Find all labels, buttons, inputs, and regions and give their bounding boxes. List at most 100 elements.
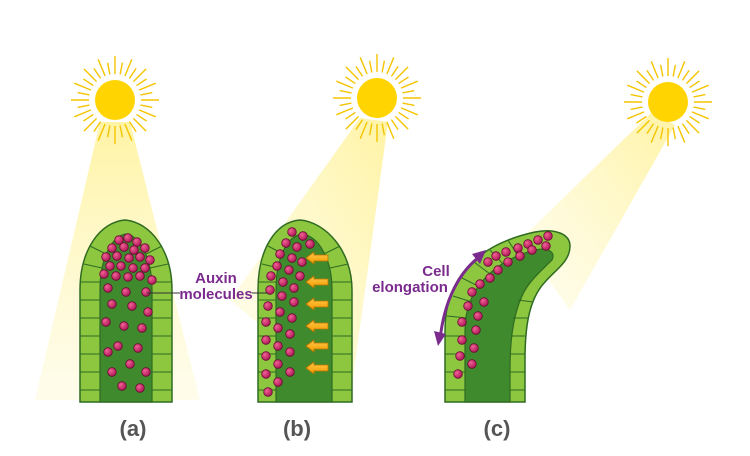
auxin-molecule-icon [273,359,283,369]
sun-ray [339,89,352,94]
sun-ray [627,84,645,93]
auxin-molecule-icon [103,283,113,293]
sun-ray [677,125,686,143]
auxin-molecule-icon [289,297,299,307]
sun-ray [689,115,700,124]
orange-arrow-icon [305,361,329,375]
auxin-molecule-icon [261,335,271,345]
sun-ray [345,66,360,81]
elongation-label-line1: Cell [422,263,450,280]
sun-ray [138,109,156,118]
auxin-molecule-icon [272,261,282,271]
auxin-molecule-icon [143,307,153,317]
auxin-molecule-icon [513,243,523,253]
sun-ray [659,127,664,140]
auxin-molecule-icon [99,269,109,279]
auxin-molecule-icon [501,247,511,257]
sun-icon [71,56,159,144]
sun-ray [93,68,102,79]
sun-ray [132,117,147,132]
auxin-molecule-icon [129,245,139,255]
auxin-molecule-icon [479,297,489,307]
sun-ray [386,121,395,139]
auxin-label-line2: molecules [179,286,252,303]
auxin-molecule-icon [289,283,299,293]
auxin-molecule-icon [469,343,479,353]
shoot [257,219,353,403]
sun-ray [386,57,395,75]
double-headed-curved-arrow-icon [438,253,483,341]
auxin-molecule-icon [107,243,117,253]
sun-ray [83,113,94,122]
panel-a: (a) [35,56,200,441]
auxin-molecule-icon [295,271,305,281]
auxin-molecule-icon [113,341,123,351]
auxin-annotation: Auxin molecules [147,270,268,303]
auxin-molecule-icon [285,347,295,357]
sun-ray [636,115,647,124]
auxin-molecule-icon [527,245,537,255]
sun-ray [368,123,373,136]
auxin-molecule-icon [298,231,308,241]
sun-ray [119,62,124,75]
auxin-molecule-icon [457,335,467,345]
sun-ray [359,121,368,139]
auxin-molecule-icon [123,272,133,282]
sun-ray [390,119,399,130]
sun-ray [630,93,643,98]
sun-ray [124,123,133,141]
auxin-molecule-icon [119,242,129,252]
sun-ray [672,64,677,77]
sun-ray [339,102,352,107]
sun-ray [136,113,147,122]
sun-disc [648,82,688,122]
sun-ray [677,61,686,79]
auxin-molecule-icon [467,359,477,369]
auxin-molecule-icon [135,252,145,262]
sun-disc [357,78,397,118]
sun-ray [402,89,415,94]
auxin-cluster [261,227,315,397]
sun-ray [106,62,111,75]
sun-ray [77,104,90,109]
sun-ray [402,102,415,107]
auxin-molecule-icon [111,271,121,281]
auxin-molecule-icon [147,275,157,285]
orange-arrow-icon [305,297,329,311]
auxin-cluster [453,231,553,379]
sun-ray [119,125,124,138]
auxin-molecule-icon [127,301,137,311]
auxin-molecule-icon [285,367,295,377]
sun-ray [345,115,360,130]
sun-ray [83,78,94,87]
auxin-molecule-icon [135,271,145,281]
sun-ray [128,121,137,132]
sun-ray [400,80,418,89]
auxin-molecule-icon [284,265,294,275]
sun-ray [394,115,409,130]
auxin-molecule-icon [543,231,553,241]
auxin-molecule-icon [125,359,135,369]
orange-arrow-icon [305,275,329,289]
sun-ray [646,70,655,81]
panel-label: (b) [283,416,311,441]
auxin-molecule-icon [278,277,288,287]
orange-arrow-icon [305,319,329,333]
auxin-molecule-icon [261,317,271,327]
sun-ray [650,61,659,79]
auxin-molecule-icon [103,347,113,357]
sun-ray [74,82,92,91]
panel-c: Cell elongation (c) [372,58,712,441]
sun-ray [636,119,651,134]
auxin-molecule-icon [467,287,477,297]
sun-ray [398,76,409,85]
orange-arrow-icon [305,251,329,265]
auxin-molecule-icon [485,273,495,283]
sun-ray [97,59,106,77]
auxin-molecule-icon [135,383,145,393]
sun-ray [691,111,709,120]
sun-ray [400,107,418,116]
auxin-molecule-icon [261,369,271,379]
auxin-molecule-icon [140,243,150,253]
